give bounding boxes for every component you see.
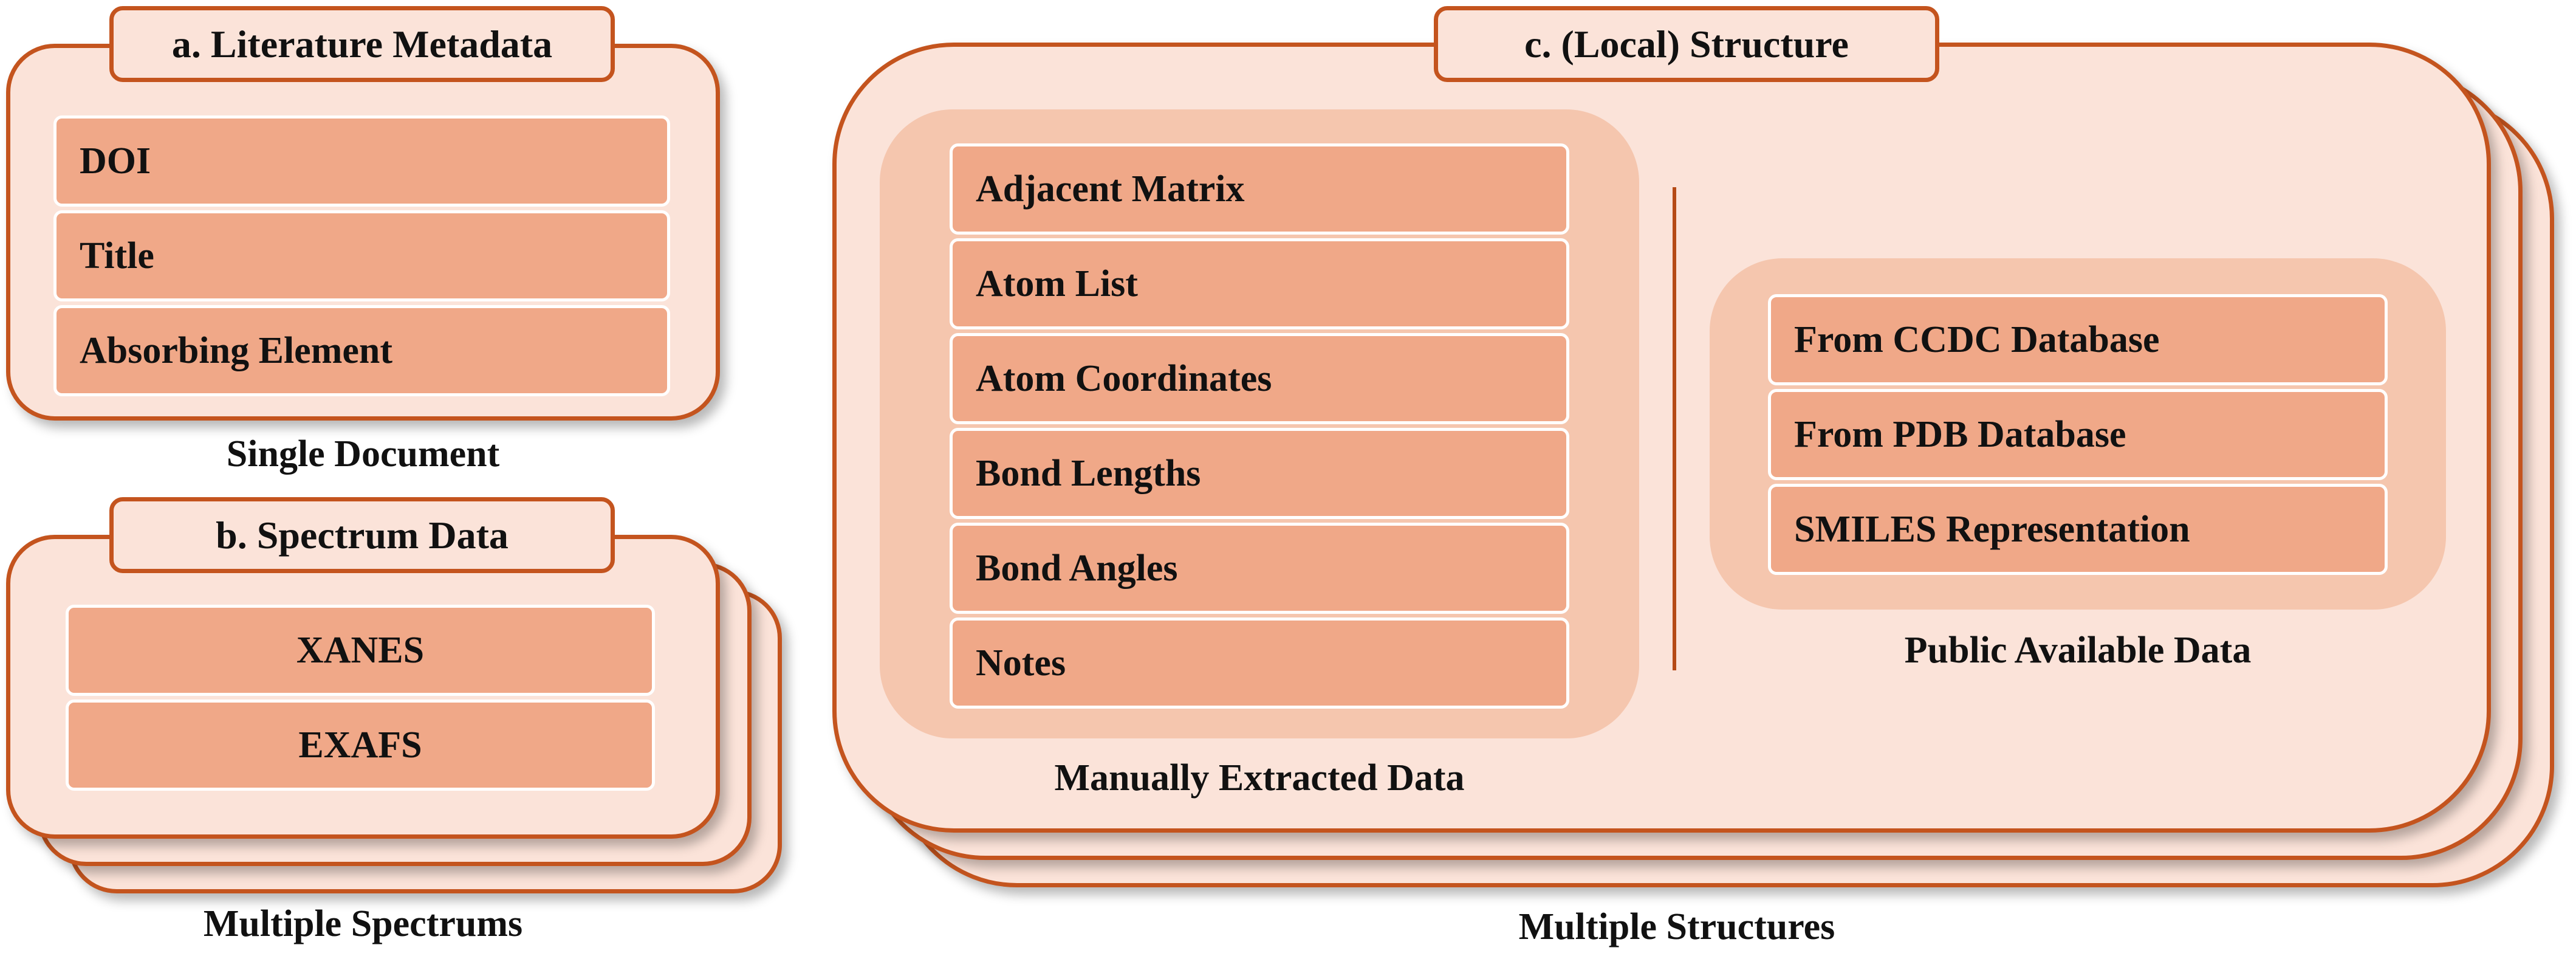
public-data-caption: Public Available Data — [1904, 630, 2252, 671]
manual-field-atom-list: Atom List — [950, 238, 1569, 329]
metadata-title: a. Literature Metadata — [171, 22, 553, 66]
structure-title-tab: c. (Local) Structure — [1434, 6, 1939, 82]
manual-field-bond-angles: Bond Angles — [950, 523, 1569, 614]
spectrum-title-tab: b. Spectrum Data — [109, 497, 615, 573]
metadata-caption: Single Document — [226, 433, 500, 475]
structure-caption: Multiple Structures — [1518, 906, 1835, 947]
spectrum-field-list: XANES EXAFS — [66, 605, 655, 791]
manual-field-atom-coordinates: Atom Coordinates — [950, 333, 1569, 424]
spectrum-caption: Multiple Spectrums — [203, 903, 523, 944]
metadata-field-list: DOI Title Absorbing Element — [53, 115, 670, 396]
spectrum-field-exafs: EXAFS — [66, 700, 655, 791]
public-field-smiles: SMILES Representation — [1768, 484, 2388, 575]
manual-field-list: Adjacent Matrix Atom List Atom Coordinat… — [950, 143, 1569, 709]
metadata-field-doi: DOI — [53, 115, 670, 207]
manual-field-adjacent-matrix: Adjacent Matrix — [950, 143, 1569, 235]
manual-data-caption: Manually Extracted Data — [1054, 757, 1465, 799]
manual-field-bond-lengths: Bond Lengths — [950, 428, 1569, 519]
manual-field-notes: Notes — [950, 617, 1569, 709]
metadata-title-tab: a. Literature Metadata — [109, 6, 615, 82]
public-field-pdb: From PDB Database — [1768, 389, 2388, 480]
spectrum-field-xanes: XANES — [66, 605, 655, 696]
structure-title: c. (Local) Structure — [1524, 22, 1849, 66]
spectrum-title: b. Spectrum Data — [216, 513, 509, 557]
section-divider — [1673, 187, 1676, 670]
public-field-list: From CCDC Database From PDB Database SMI… — [1768, 294, 2388, 575]
public-field-ccdc: From CCDC Database — [1768, 294, 2388, 385]
metadata-field-absorbing-element: Absorbing Element — [53, 305, 670, 396]
metadata-field-title: Title — [53, 210, 670, 301]
